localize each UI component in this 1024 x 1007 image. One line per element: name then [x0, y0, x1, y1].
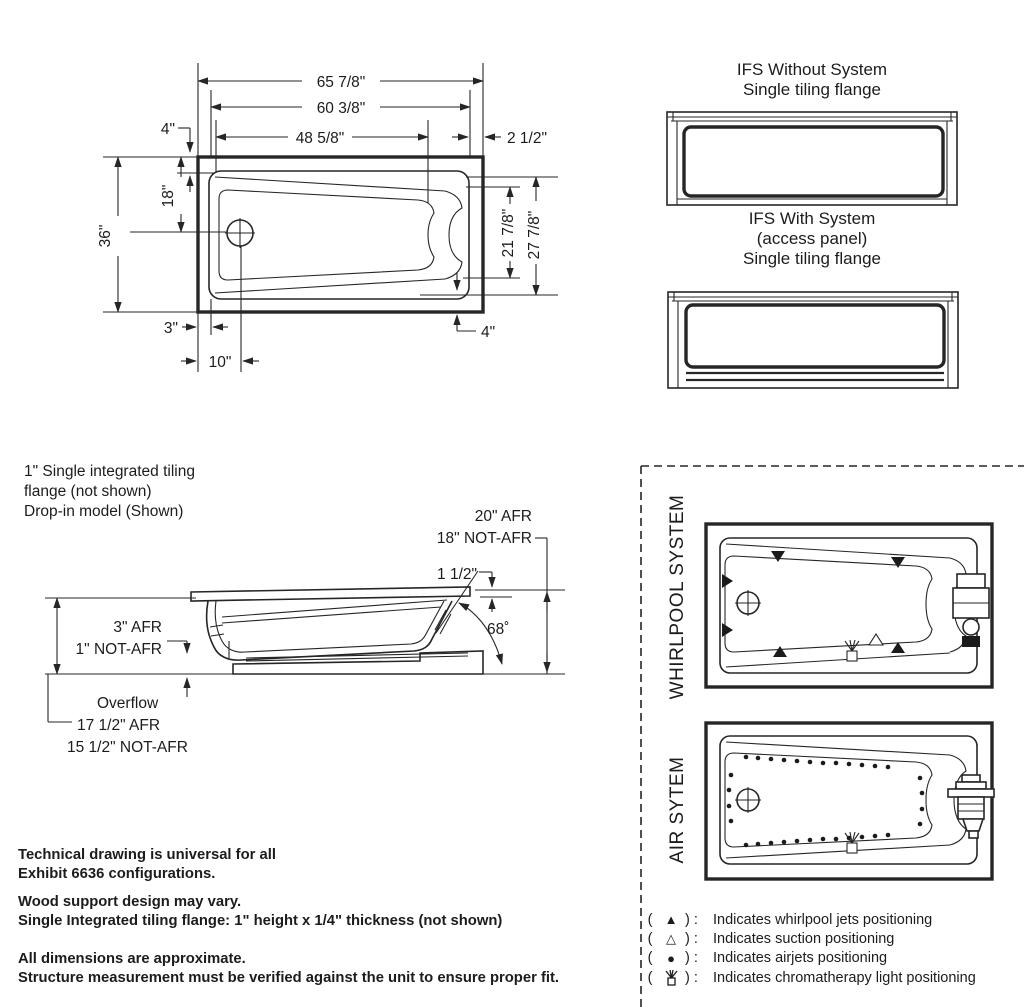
- note-dims-line1: All dimensions are approximate.: [18, 951, 246, 967]
- air-system-label: AIR SYTEM: [667, 756, 688, 864]
- side-extension-lines: [45, 589, 565, 675]
- note-wood-support: Wood support design may vary. Single Int…: [18, 893, 502, 930]
- side-view-drawing: 20" AFR 18" NOT-AFR 1 1/2" 68˚ 3" AFR 1"…: [45, 508, 565, 756]
- suction-icon: △: [666, 931, 676, 947]
- dim-width-48: 48 5/8": [296, 130, 345, 147]
- plan-view-drawing: 65 7/8" 60 3/8" 48 5/8" 2 1/2" 4" 18" 36…: [97, 63, 558, 372]
- side-view-note: 1" Single integrated tiling flange (not …: [24, 462, 195, 522]
- chromatherapy-icon: [657, 969, 685, 987]
- air-drawing: [704, 721, 995, 881]
- dim-bottom-right-4: 4": [481, 324, 495, 341]
- dim-top-left-4: 4": [161, 121, 175, 138]
- dim-rim-thickness: 1 1/2": [437, 566, 477, 583]
- air-drain-icon: [735, 787, 761, 813]
- dashed-border: [640, 465, 1024, 1007]
- side-note-line3: Drop-in model (Shown): [24, 503, 184, 520]
- dim-bottom-3: 3": [164, 320, 178, 337]
- whirlpool-jet-icon: ▲: [664, 912, 678, 928]
- legend-row-suction: ( △ ) : Indicates suction positioning: [643, 929, 1021, 948]
- dim-right-21: 21 7/8": [500, 209, 517, 258]
- airjet-dots: [726, 754, 925, 848]
- legend-row-chromatherapy: ( ) : Indicates chromatherapy light posi…: [643, 968, 1021, 987]
- systems-panel: [640, 465, 1024, 1007]
- ifs-with-title: IFS With System (access panel) Single ti…: [642, 209, 982, 269]
- dim-overall-width: 65 7/8": [317, 74, 366, 91]
- side-note-line1: 1" Single integrated tiling: [24, 463, 195, 480]
- side-note-line2: flange (not shown): [24, 483, 152, 500]
- whirlpool-jet-icons: [722, 551, 905, 657]
- air-chromatherapy-icon: [844, 831, 860, 854]
- dim-overflow-not-afr: 15 1/2" NOT-AFR: [67, 739, 188, 756]
- plan-dimension-lines: [114, 77, 540, 365]
- open-paren: (: [647, 931, 653, 948]
- whirlpool-drawing: [704, 522, 994, 689]
- dim-overall-height: 36": [97, 225, 114, 248]
- dim-left-18: 18": [160, 185, 177, 208]
- note-wood-line2: Single Integrated tiling flange: 1" heig…: [18, 912, 503, 929]
- close-paren: ) :: [685, 950, 698, 967]
- dim-overflow: Overflow: [97, 695, 159, 712]
- drain-icon: [225, 218, 255, 248]
- ifs-with-line3: Single tiling flange: [743, 249, 881, 268]
- tub-side-profile: [190, 570, 484, 675]
- ifs-without-title: IFS Without System Single tiling flange: [642, 60, 982, 100]
- suction-icon: [867, 632, 885, 646]
- side-dimension-lines: [47, 537, 551, 723]
- tub-top-view: [196, 155, 485, 314]
- ifs-with-drawing: [667, 291, 959, 389]
- close-paren: ) :: [685, 931, 698, 948]
- note-dims-line2: Structure measurement must be verified a…: [18, 969, 560, 986]
- ifs-skirt-drawings: [666, 111, 959, 389]
- close-paren: ) :: [685, 911, 698, 928]
- dim-overflow-afr: 17 1/2" AFR: [77, 717, 160, 734]
- open-paren: (: [647, 950, 653, 967]
- dim-deck-right: 2 1/2": [507, 130, 547, 147]
- legend-label: Indicates chromatherapy light positionin…: [713, 969, 976, 986]
- open-paren: (: [647, 911, 653, 928]
- note-universal-line2: Exhibit 6636 configurations.: [18, 865, 216, 882]
- dim-width-60: 60 3/8": [317, 100, 366, 117]
- note-universal-line1: Technical drawing is universal for all: [18, 847, 276, 863]
- ifs-with-line2: (access panel): [756, 229, 868, 248]
- ifs-without-line1: IFS Without System: [736, 60, 888, 79]
- open-paren: (: [647, 969, 653, 986]
- legend-row-airjets: ( ● ) : Indicates airjets positioning: [643, 949, 1021, 968]
- legend-label: Indicates airjets positioning: [713, 950, 888, 967]
- whirlpool-drain-icon: [735, 590, 761, 616]
- dim-not-afr-1: 1" NOT-AFR: [76, 641, 162, 658]
- note-dimensions: All dimensions are approximate. Structur…: [18, 950, 559, 987]
- whirlpool-pump-icon: [952, 573, 990, 647]
- close-paren: ) :: [685, 969, 698, 986]
- ifs-without-drawing: [666, 111, 958, 206]
- ifs-with-line1: IFS With System: [748, 209, 876, 228]
- note-universal: Technical drawing is universal for all E…: [18, 846, 276, 883]
- air-blower-icon: [947, 774, 995, 839]
- legend-row-whirlpool-jets: ( ▲ ) : Indicates whirlpool jets positio…: [643, 910, 1021, 929]
- dim-afr-20: 20" AFR: [475, 508, 532, 525]
- whirlpool-system-label: WHIRLPOOL SYSTEM: [667, 494, 688, 700]
- airjet-icon: ●: [667, 950, 675, 966]
- dim-angle: 68˚: [487, 621, 509, 638]
- ifs-without-line2: Single tiling flange: [743, 80, 881, 99]
- dim-afr-3: 3" AFR: [113, 619, 162, 636]
- legend-label: Indicates suction positioning: [713, 931, 895, 948]
- dim-not-afr-18: 18" NOT-AFR: [437, 530, 532, 547]
- note-wood-line1: Wood support design may vary.: [18, 894, 242, 910]
- whirlpool-chromatherapy-icon: [844, 639, 860, 662]
- legend: ( ▲ ) : Indicates whirlpool jets positio…: [643, 910, 1021, 988]
- dim-bottom-10: 10": [209, 354, 232, 371]
- dim-right-27: 27 7/8": [526, 211, 543, 260]
- legend-label: Indicates whirlpool jets positioning: [713, 911, 933, 928]
